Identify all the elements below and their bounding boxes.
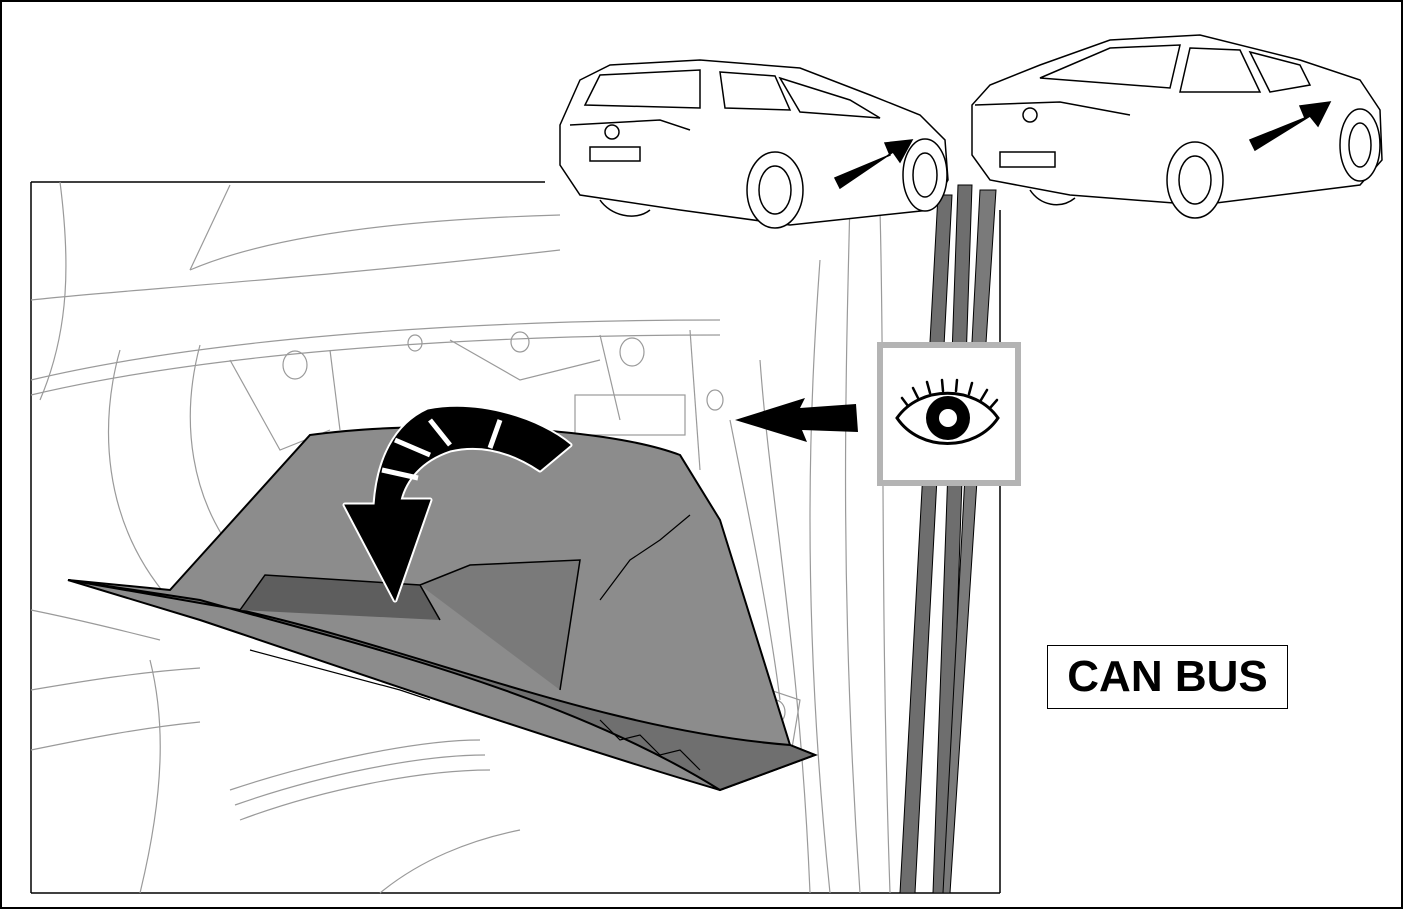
can-bus-label: CAN BUS bbox=[1047, 645, 1288, 709]
eye-icon-box bbox=[880, 345, 1018, 483]
